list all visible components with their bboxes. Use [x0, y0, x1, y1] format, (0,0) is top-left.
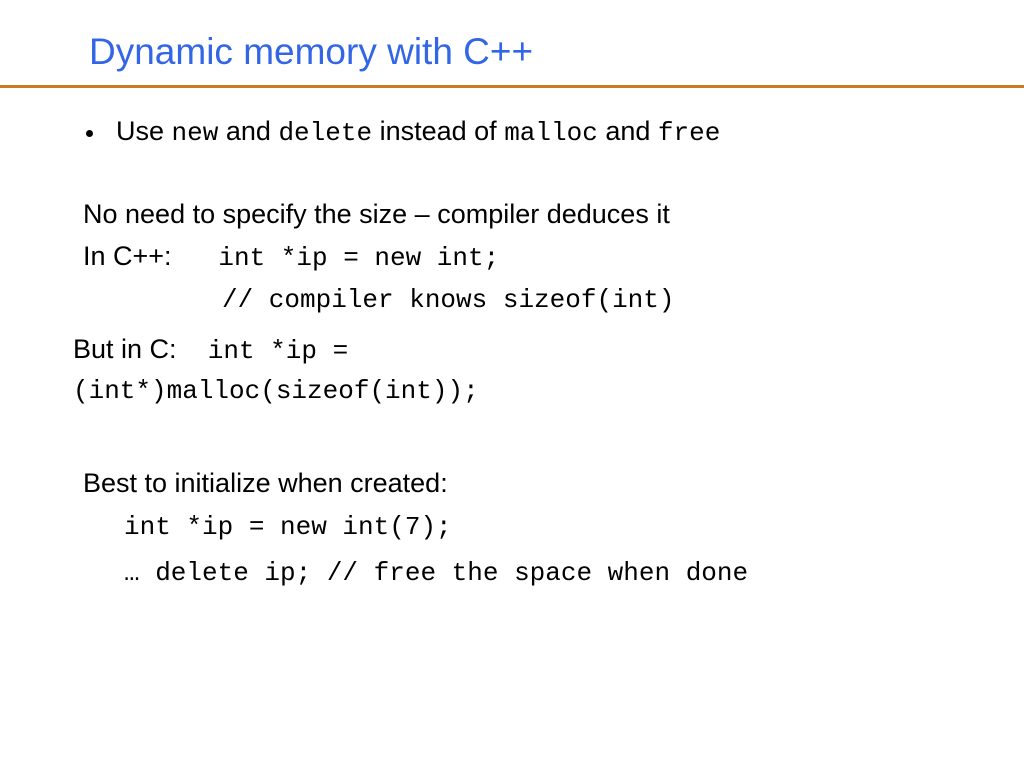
c-code-part2: (int*)malloc(sizeof(int));	[73, 376, 479, 406]
cpp-code: int *ip = new int;	[218, 243, 500, 273]
delete-code: … delete ip; // free the space when done	[124, 558, 749, 588]
bullet-word-use: Use	[116, 116, 165, 146]
code-new: new	[171, 118, 219, 148]
code-malloc: malloc	[504, 118, 598, 148]
bullet-dot-icon	[86, 130, 93, 137]
c-label: But in C:	[73, 334, 177, 364]
cpp-comment: // compiler knows sizeof(int)	[222, 285, 675, 315]
bullet-line: Use new and delete instead of malloc and…	[116, 114, 720, 150]
code-free: free	[657, 118, 721, 148]
cpp-label: In C++:	[83, 241, 172, 271]
bullet-word-and-2: and	[605, 116, 651, 146]
c-example-line: But in C: int *ip =	[73, 332, 348, 368]
size-note: No need to specify the size – compiler d…	[83, 199, 670, 229]
init-code: int *ip = new int(7);	[124, 512, 452, 542]
title-divider	[0, 85, 1024, 88]
cpp-example-line: In C++: int *ip = new int;	[83, 239, 499, 275]
slide-title: Dynamic memory with C++	[89, 31, 534, 72]
code-delete: delete	[278, 118, 373, 148]
init-note: Best to initialize when created:	[83, 468, 448, 498]
c-code-part1: int *ip =	[207, 336, 349, 366]
bullet-word-instead-of: instead of	[379, 116, 497, 146]
bullet-word-and: and	[225, 116, 271, 146]
